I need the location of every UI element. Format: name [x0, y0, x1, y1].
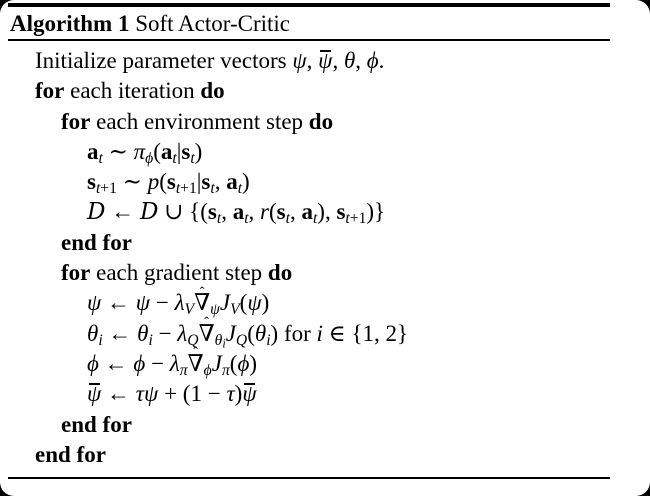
- algo-line-4: at ∼ πϕ(at|st): [87, 138, 203, 167]
- algo-line-6: D ← D ∪ {(st, at, r(st, at), st+1)}: [87, 199, 386, 228]
- algo-line-1: Initialize parameter vectors ψ, ψ, θ, ϕ.: [35, 48, 385, 73]
- algo-line-8: for each gradient step do: [61, 260, 293, 286]
- algo-line-12: ψ ← τψ + (1 − τ)ψ: [87, 381, 257, 407]
- algo-line-5: st+1 ∼ p(st+1|st, at): [87, 169, 250, 198]
- algo-line-2: for each iteration do: [35, 78, 225, 104]
- bottom-rule: [8, 477, 610, 479]
- algo-line-7: end for: [61, 229, 132, 255]
- algo-line-13: end for: [61, 411, 132, 437]
- algorithm-header: Algorithm 1 Soft Actor-Critic: [10, 11, 290, 37]
- algorithm-label: Algorithm 1: [10, 11, 130, 36]
- algorithm-body: Initialize parameter vectors ψ, ψ, θ, ϕ.…: [0, 46, 650, 470]
- header-divider-rule: [8, 39, 610, 41]
- algorithm-title: Soft Actor-Critic: [129, 11, 290, 36]
- algo-line-14: end for: [35, 441, 106, 467]
- algo-line-3: for each environment step do: [61, 108, 334, 134]
- top-rule: [8, 3, 610, 7]
